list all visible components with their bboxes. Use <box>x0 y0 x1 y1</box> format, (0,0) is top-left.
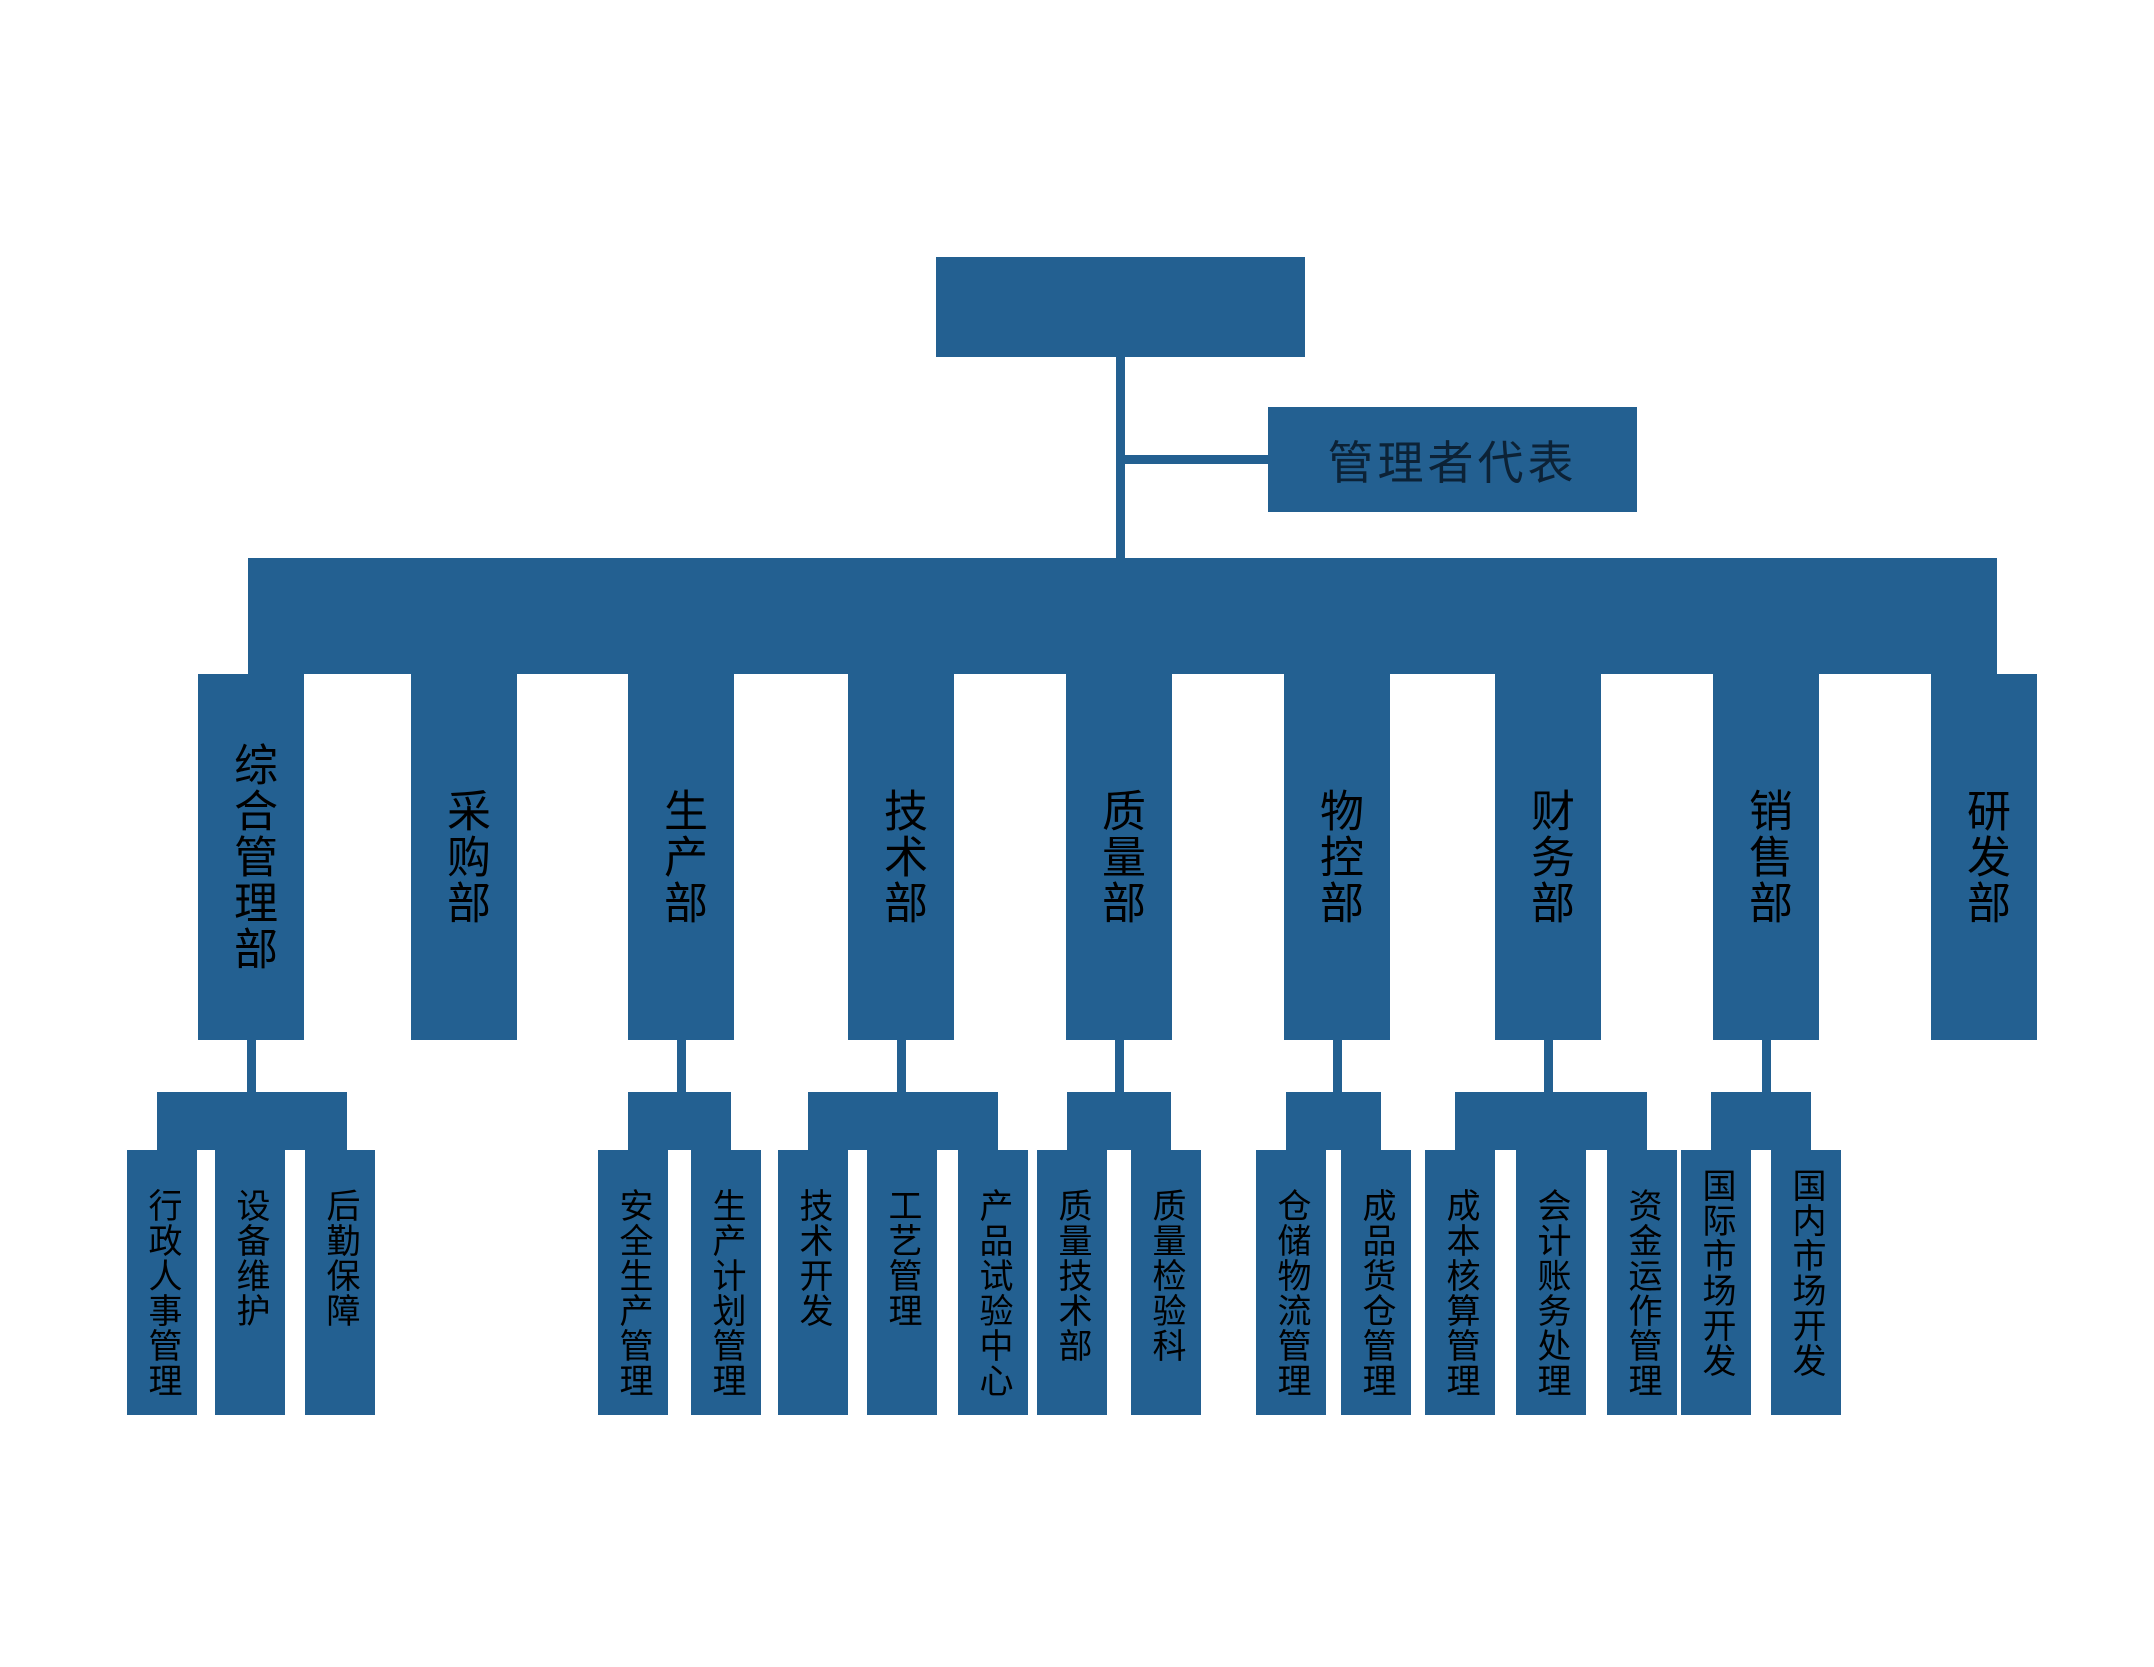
sub-dept-label: 会计账务处理 <box>1531 1188 1571 1398</box>
dept-box-material-control: 物控部 <box>1284 674 1390 1040</box>
sub-dept-label: 工艺管理 <box>882 1188 922 1328</box>
sub-dept-label: 后勤保障 <box>320 1188 360 1328</box>
stem-line <box>1762 1040 1771 1092</box>
sub-dept-finished-goods-warehouse: 成品货仓管理 <box>1341 1150 1411 1415</box>
child-bracket <box>1067 1092 1171 1150</box>
stem-line <box>897 1040 906 1092</box>
sub-dept-label: 国际市场开发 <box>1696 1168 1736 1378</box>
sub-dept-intl-market-dev: 国际市场开发 <box>1681 1150 1751 1415</box>
dept-label: 研发部 <box>1959 788 2010 926</box>
dept-box-technology: 技术部 <box>848 674 954 1040</box>
sub-dept-label: 行政人事管理 <box>142 1188 182 1398</box>
sub-dept-logistics-support: 后勤保障 <box>305 1150 375 1415</box>
department-band <box>248 558 1997 674</box>
stem-line <box>247 1040 256 1092</box>
sub-dept-equipment-maintenance: 设备维护 <box>215 1150 285 1415</box>
dept-box-purchasing: 采购部 <box>411 674 517 1040</box>
sub-dept-label: 生产计划管理 <box>706 1188 746 1398</box>
sub-dept-label: 安全生产管理 <box>613 1188 653 1398</box>
sub-dept-domestic-market-dev: 国内市场开发 <box>1771 1150 1841 1415</box>
sub-dept-quality-technology: 质量技术部 <box>1037 1150 1107 1415</box>
root-box <box>936 257 1305 357</box>
child-bracket <box>1286 1092 1381 1150</box>
sub-dept-label: 质量检验科 <box>1146 1188 1186 1363</box>
sub-dept-label: 国内市场开发 <box>1786 1168 1826 1378</box>
dept-box-production: 生产部 <box>628 674 734 1040</box>
sub-dept-label: 设备维护 <box>230 1188 270 1328</box>
dept-box-quality: 质量部 <box>1066 674 1172 1040</box>
rep-connector-line <box>1116 455 1268 464</box>
child-bracket <box>808 1092 998 1150</box>
stem-line <box>1333 1040 1342 1092</box>
sub-dept-warehouse-logistics: 仓储物流管理 <box>1256 1150 1326 1415</box>
sub-dept-cost-accounting: 成本核算管理 <box>1425 1150 1495 1415</box>
dept-label: 物控部 <box>1312 788 1363 926</box>
sub-dept-label: 仓储物流管理 <box>1271 1188 1311 1398</box>
child-bracket <box>628 1092 731 1150</box>
dept-box-rnd: 研发部 <box>1931 674 2037 1040</box>
sub-dept-admin-hr: 行政人事管理 <box>127 1150 197 1415</box>
dept-label: 技术部 <box>876 788 927 926</box>
sub-dept-label: 资金运作管理 <box>1622 1188 1662 1398</box>
dept-box-general-management: 综合管理部 <box>198 674 304 1040</box>
sub-dept-tech-development: 技术开发 <box>778 1150 848 1415</box>
sub-dept-production-planning: 生产计划管理 <box>691 1150 761 1415</box>
sub-dept-label: 质量技术部 <box>1052 1188 1092 1363</box>
dept-label: 销售部 <box>1741 788 1792 926</box>
sub-dept-production-safety: 安全生产管理 <box>598 1150 668 1415</box>
stem-line <box>1115 1040 1124 1092</box>
dept-label: 财务部 <box>1523 788 1574 926</box>
dept-label: 生产部 <box>656 788 707 926</box>
sub-dept-label: 成品货仓管理 <box>1356 1188 1396 1398</box>
sub-dept-capital-operation: 资金运作管理 <box>1607 1150 1677 1415</box>
dept-label: 质量部 <box>1094 788 1145 926</box>
sub-dept-product-testing-center: 产品试验中心 <box>958 1150 1028 1415</box>
sub-dept-accounting-processing: 会计账务处理 <box>1516 1150 1586 1415</box>
sub-dept-label: 技术开发 <box>793 1188 833 1328</box>
management-rep-label: 管理者代表 <box>1327 435 1578 490</box>
management-rep-box: 管理者代表 <box>1268 407 1637 512</box>
sub-dept-label: 成本核算管理 <box>1440 1188 1480 1398</box>
sub-dept-process-management: 工艺管理 <box>867 1150 937 1415</box>
dept-box-finance: 财务部 <box>1495 674 1601 1040</box>
stem-line <box>1544 1040 1553 1092</box>
stem-line <box>677 1040 686 1092</box>
child-bracket <box>1711 1092 1811 1150</box>
dept-box-sales: 销售部 <box>1713 674 1819 1040</box>
sub-dept-quality-inspection: 质量检验科 <box>1131 1150 1201 1415</box>
dept-label: 采购部 <box>439 788 490 926</box>
child-bracket <box>1455 1092 1647 1150</box>
sub-dept-label: 产品试验中心 <box>973 1188 1013 1398</box>
dept-label: 综合管理部 <box>226 742 277 972</box>
child-bracket <box>157 1092 347 1150</box>
